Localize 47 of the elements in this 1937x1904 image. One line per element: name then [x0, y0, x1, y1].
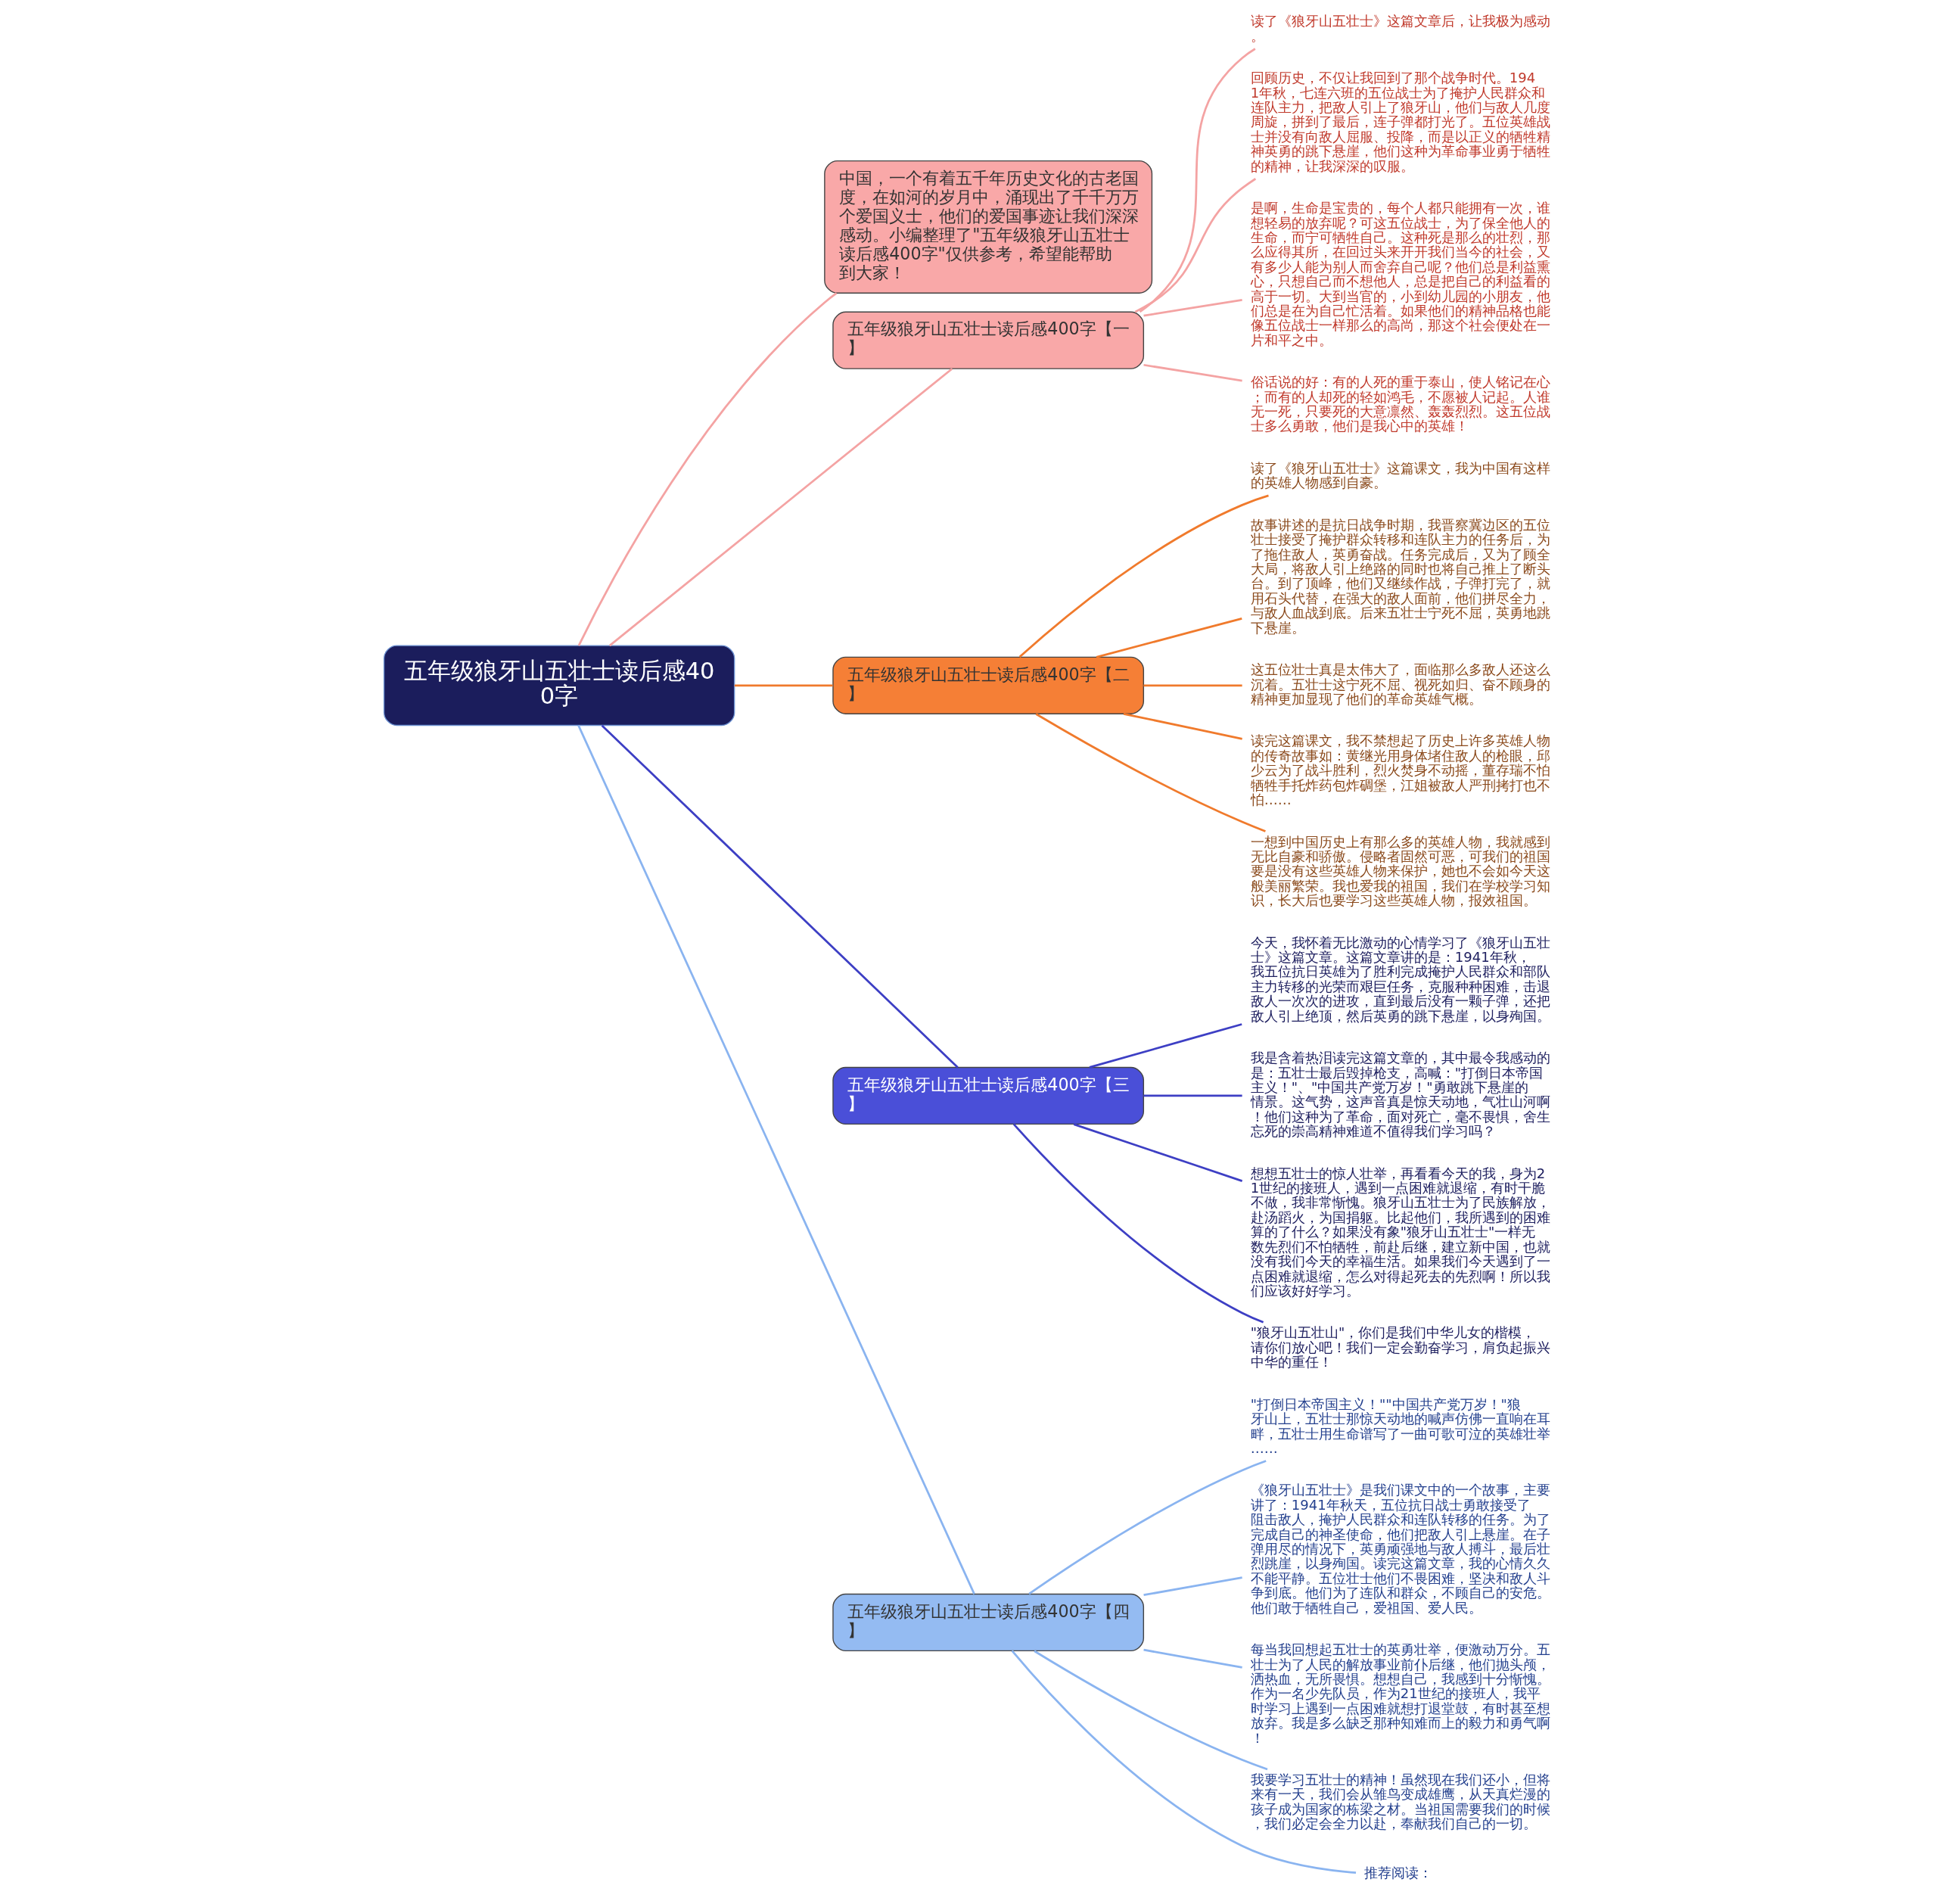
- connector: [1011, 1650, 1356, 1874]
- connector: [601, 724, 959, 1069]
- node-text: 我是含着热泪读完这篇文章的，其中最令我感动的是：五壮士最后毁掉枪支，高喊："打倒日本帝国主义！"、"中国共产党万岁！"勇敢跳下悬崖的情景。这气势，这声音真是惊天动地，气壮山河啊！他们这种为了革命，面对死亡，毫不畏惧，舍生忘死的崇高精神难道不值得我们学习吗？: [1250, 1050, 1550, 1140]
- node-box: 五年级狼牙山五壮士读后感400字【四】: [832, 1593, 1144, 1652]
- connector: [1143, 1576, 1242, 1597]
- connector: [608, 368, 953, 647]
- node-box: 五年级狼牙山五壮士读后感400字【三】: [832, 1066, 1144, 1125]
- connector: [1143, 363, 1242, 382]
- connector: [1143, 1648, 1242, 1669]
- connector: [1089, 1023, 1242, 1069]
- connector: [1134, 178, 1256, 313]
- node-text: 这五位壮士真是太伟大了，面临那么多敌人还这么沉着。五壮士这宁死不屈、视死如归、奋不顾身的精神更加显现了他们的革命英雄气概。: [1250, 661, 1550, 707]
- node-text: 一想到中国历史上有那么多的英雄人物，我就感到无比自豪和骄傲。侵略者固然可恶，可我们的祖国要是没有这些英雄人物来保护，她也不会如今天这般美丽繁荣。我也爱我的祖国，我们在学校学习知识，长大后也要学习这些英雄人物，报效祖国。: [1250, 833, 1550, 909]
- node-text: 今天，我怀着无比激动的心情学习了《狼牙山五壮士》这篇文章。这篇文章讲的是：1941年秋，我五位抗日英雄为了胜利完成掩护人民群众和部队主力转移的光荣而艰巨任务，克服种种困难，击退敌人一次次的进攻，直到最后没有一颗子弹，还把敌人引上绝顶，然后英勇的跳下悬崖，以身殉国。: [1250, 934, 1550, 1024]
- node-box: 中国，一个有着五千年历史文化的古老国度，在如河的岁月中，涌现出了千千万万个爱国义士，他们的爱国事迹让我们深深感动。小编整理了"五年级狼牙山五壮士读后感400字"仅供参考，希望能帮助到大家！: [823, 160, 1152, 294]
- node-text: 读了《狼牙山五壮士》这篇课文，我为中国有这样的英雄人物感到自豪。: [1250, 459, 1550, 491]
- node-text: 回顾历史，不仅让我回到了那个战争时代。1941年秋，七连六班的五位战士为了掩护人民群众和连队主力，把敌人引上了狼牙山，他们与敌人几度周旋，拼到了最后，连子弹都打光了。五位英雄战士并没有向敌人屈服、投降，而是以正义的牺牲精神英勇的跳下悬崖，他们这种为革命事业勇于牺牲的精神，让我深深的叹服。: [1250, 70, 1550, 174]
- node-text: 俗话说的好：有的人死的重于泰山，使人铭记在心；而有的人却死的轻如鸿毛，不愿被人记起。人谁无一死，只要死的大意凛然、轰轰烈烈。这五位战士多么勇敢，他们是我心中的英雄！: [1250, 374, 1550, 434]
- connector: [1012, 1123, 1264, 1324]
- node-text: 读了《狼牙山五壮士》这篇文章后，让我极为感动。: [1250, 13, 1550, 44]
- connector: [1033, 1650, 1267, 1771]
- connector: [1143, 684, 1242, 687]
- connector: [1139, 48, 1256, 313]
- connector: [734, 684, 832, 687]
- connector: [1096, 618, 1242, 658]
- connector: [1073, 1123, 1242, 1182]
- node-text: 每当我回想起五壮士的英勇壮举，便激动万分。五壮士为了人民的解放事业前仆后继，他们抛头颅，洒热血，无所畏惧。想想自己，我感到十分惭愧。作为一名少先队员，作为21世纪的接班人，我平时学习上遇到一点困难就想打退堂鼓，有时甚至想放弃。我是多么缺乏那种知难而上的毅力和勇气啊！: [1250, 1641, 1550, 1746]
- connector: [577, 292, 837, 646]
- connector: [1018, 494, 1269, 658]
- connector: [1143, 1094, 1242, 1097]
- connector: [1028, 1460, 1267, 1595]
- node-text: "狼牙山五壮山"，你们是我们中华儿女的楷模，请你们放心吧！我们一定会勤奋学习，肩负起振兴中华的重任！: [1250, 1324, 1550, 1370]
- node-box: 五年级狼牙山五壮士读后感400字【二】: [832, 656, 1144, 714]
- connector: [1123, 712, 1242, 740]
- node-text: 想想五壮士的惊人壮举，再看看今天的我，身为21世纪的接班人，遇到一点困难就退缩，有时干脆不做，我非常惭愧。狼牙山五壮士为了民族解放，赴汤蹈火，为国捐躯。比起他们，我所遇到的困难算的了什么？如果没有象"狼牙山五壮士"一样无数先烈们不怕牺牲，前赴后继，建立新中国，也就没有我们今天的幸福生活。如果我们今天遇到了一点困难就退缩，怎么对得起死去的先烈啊！所以我们应该好好学习。: [1250, 1165, 1550, 1299]
- connector: [1035, 713, 1266, 832]
- node-text: 我要学习五壮士的精神！虽然现在我们还小，但将来有一天，我们会从雏鸟变成雄鹰，从天真烂漫的孩子成为国家的栋梁之材。当祖国需要我们的时候，我们必定会全力以赴，奉献我们自己的一切。: [1250, 1772, 1550, 1832]
- node-text: 故事讲述的是抗日战争时期，我晋察冀边区的五位壮士接受了掩护群众转移和连队主力的任务后，为了拖住敌人，英勇奋战。任务完成后，又为了顾全大局，将敌人引上绝路的同时也将自己推上了断头台。到了顶峰，他们又继续作战，子弹打完了，就用石头代替，在强大的敌人面前，他们拼尽全力，与敌人血战到底。后来五壮士宁死不屈，英勇地跳下悬崖。: [1250, 516, 1550, 636]
- node-text: "打倒日本帝国主义！""中国共产党万岁！"狼牙山上，五壮士那惊天动地的喊声仿佛一直响在耳畔，五壮士用生命谱写了一曲可歌可泣的英雄壮举……: [1250, 1395, 1550, 1456]
- node-box: 五年级狼牙山五壮士读后感400字【一】: [832, 311, 1144, 369]
- node-text: 是啊，生命是宝贵的，每个人都只能拥有一次，谁想轻易的放弃呢？可这五位战士，为了保全他人的生命，而宁可牺牲自己。这种死是那么的壮烈，那么应得其所，在回过头来开开我们当今的社会，又有多少人能为别人而舍弃自己呢？他们总是利益熏心，只想自己而不想他人，总是把自己的利益看的高于一切。大到当官的，小到幼儿园的小朋友，他们总是在为自己忙活着。如果他们的精神品格也能像五位战士一样那么的高尚，那这个社会便处在一片和平之中。: [1250, 200, 1550, 348]
- node-text: 《狼牙山五壮士》是我们课文中的一个故事，主要讲了：1941年秋天，五位抗日战士勇敢接受了阻击敌人，掩护人民群众和连队转移的任务。为了完成自己的神圣使命，他们把敌人引上悬崖。在子弹用尽的情况下，英勇顽强地与敌人搏斗，最后壮烈跳崖，以身殉国。读完这篇文章，我的心情久久不能平静。五位壮士他们不畏困难，坚决和敌人斗争到底。他们为了连队和群众，不顾自己的安危。他们敢于牺牲自己，爱祖国、爱人民。: [1250, 1482, 1550, 1616]
- connector: [577, 725, 975, 1594]
- node-box: 五年级狼牙山五壮士读后感400字: [383, 645, 735, 726]
- connector: [1143, 299, 1242, 317]
- node-text: 读完这篇课文，我不禁想起了历史上许多英雄人物的传奇故事如：黄继光用身体堵住敌人的枪眼，邱少云为了战斗胜利，烈火焚身不动摇，董存瑞不怕牺牲手托炸药包炸碉堡，江姐被敌人严刑拷打也不怕……: [1250, 733, 1550, 808]
- node-text: 推荐阅读：: [1363, 1865, 1432, 1881]
